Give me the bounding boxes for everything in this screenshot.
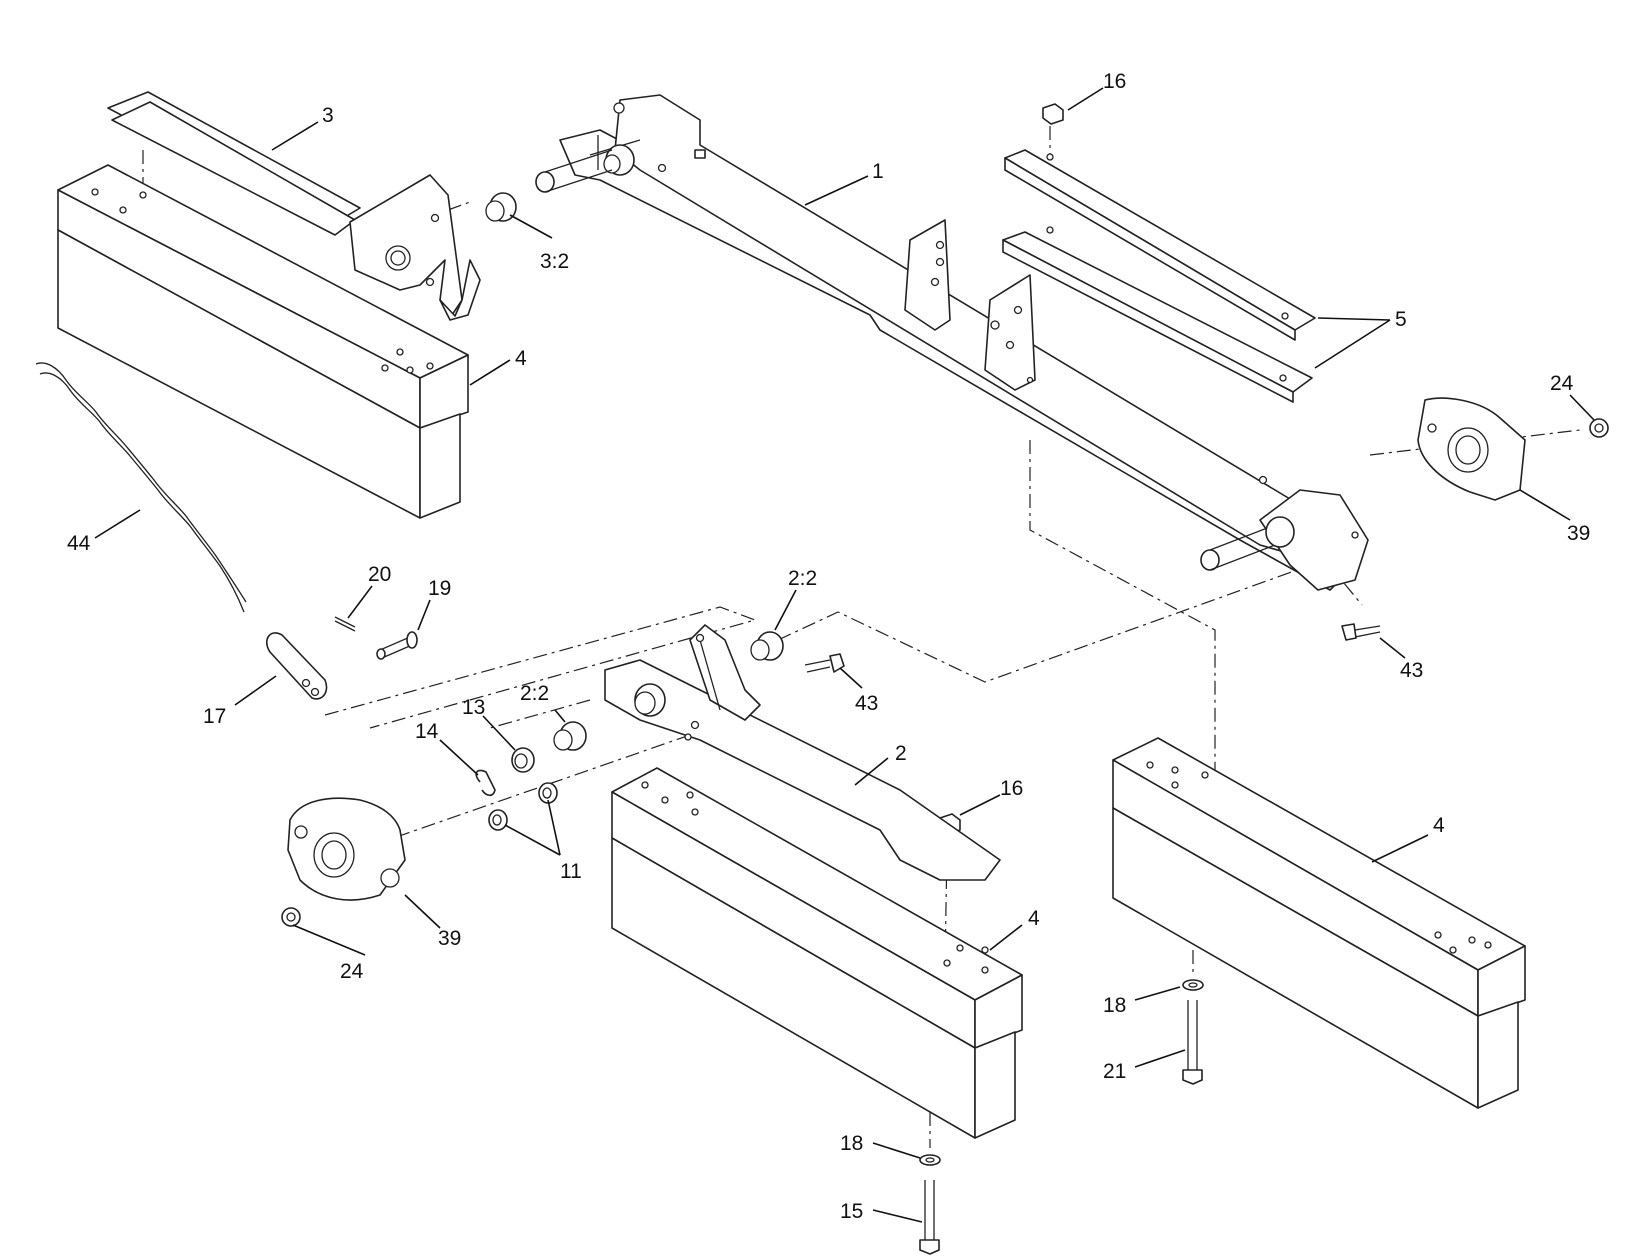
e-clip-part-14 [475, 769, 496, 797]
callout-39-left: 39 [438, 927, 461, 950]
washer-part-18-right [1182, 979, 1204, 991]
weight-block-part-4-left [57, 164, 469, 519]
callout-17: 17 [203, 705, 226, 728]
callout-15: 15 [840, 1200, 863, 1223]
callout-16-lower: 16 [1000, 777, 1023, 800]
cotter-pin-part-20 [334, 616, 356, 632]
bolt-part-43-lower [804, 653, 845, 673]
right-lift-arm-part-2 [604, 624, 1001, 881]
washer-part-13 [511, 747, 535, 773]
bolt-part-15 [919, 1180, 940, 1255]
bushing-part-2-2-upper [750, 631, 784, 661]
callout-2-2-lower: 2:2 [520, 682, 549, 705]
callout-labels: 1 2 2:2 2:2 3 3:2 4 4 4 5 11 13 14 15 16… [67, 70, 1590, 1223]
callout-4-left: 4 [515, 347, 527, 370]
callout-5: 5 [1395, 308, 1407, 331]
callout-43-right: 43 [1400, 659, 1423, 682]
callout-11: 11 [560, 860, 582, 883]
weight-block-part-4-middle [611, 767, 1023, 1139]
bushing-part-2-2-lower [553, 721, 587, 751]
hub-weight-part-39-right [1417, 397, 1526, 501]
left-lift-arm-part-3 [107, 91, 481, 321]
callout-39-right: 39 [1567, 522, 1590, 545]
hub-weight-part-39-left [287, 797, 406, 901]
callout-14: 14 [415, 720, 439, 743]
weight-block-part-4-right [1112, 737, 1526, 1109]
nut-part-16-top [1042, 103, 1064, 125]
callout-4-middle: 4 [1028, 907, 1040, 930]
callout-18-right: 18 [1103, 994, 1126, 1017]
washer-part-18-lower [919, 1154, 941, 1166]
callout-13: 13 [462, 696, 485, 719]
bushing-part-3-2 [485, 192, 517, 222]
shackle-part-17 [266, 632, 328, 700]
callout-2-2-upper: 2:2 [788, 567, 817, 590]
nut-part-24-right [1589, 418, 1609, 438]
callout-4-right: 4 [1433, 814, 1445, 837]
spacer-plates-part-5 [1002, 149, 1316, 403]
callout-21: 21 [1103, 1060, 1126, 1083]
callout-24-left: 24 [340, 960, 364, 983]
washer-part-11-b [538, 782, 558, 804]
callout-24-right: 24 [1550, 372, 1574, 395]
callout-3: 3 [322, 104, 334, 127]
clevis-pin-part-19 [376, 631, 418, 660]
callout-43-lower: 43 [855, 692, 878, 715]
callout-2: 2 [895, 742, 907, 765]
callout-leaders [94, 87, 1595, 1223]
nut-part-24-left [281, 907, 301, 927]
chain-part-44 [35, 362, 247, 613]
washer-part-11-a [488, 809, 508, 831]
bolt-part-21 [1182, 1000, 1203, 1085]
callout-16-top: 16 [1103, 70, 1126, 93]
callout-18-lower: 18 [840, 1132, 863, 1155]
callout-44: 44 [67, 532, 91, 555]
callout-3-2: 3:2 [540, 250, 569, 273]
main-frame-part-1 [535, 94, 1369, 591]
bolt-part-43-right [1341, 623, 1381, 641]
callout-1: 1 [872, 160, 884, 183]
callout-19: 19 [428, 577, 451, 600]
callout-20: 20 [368, 563, 391, 586]
